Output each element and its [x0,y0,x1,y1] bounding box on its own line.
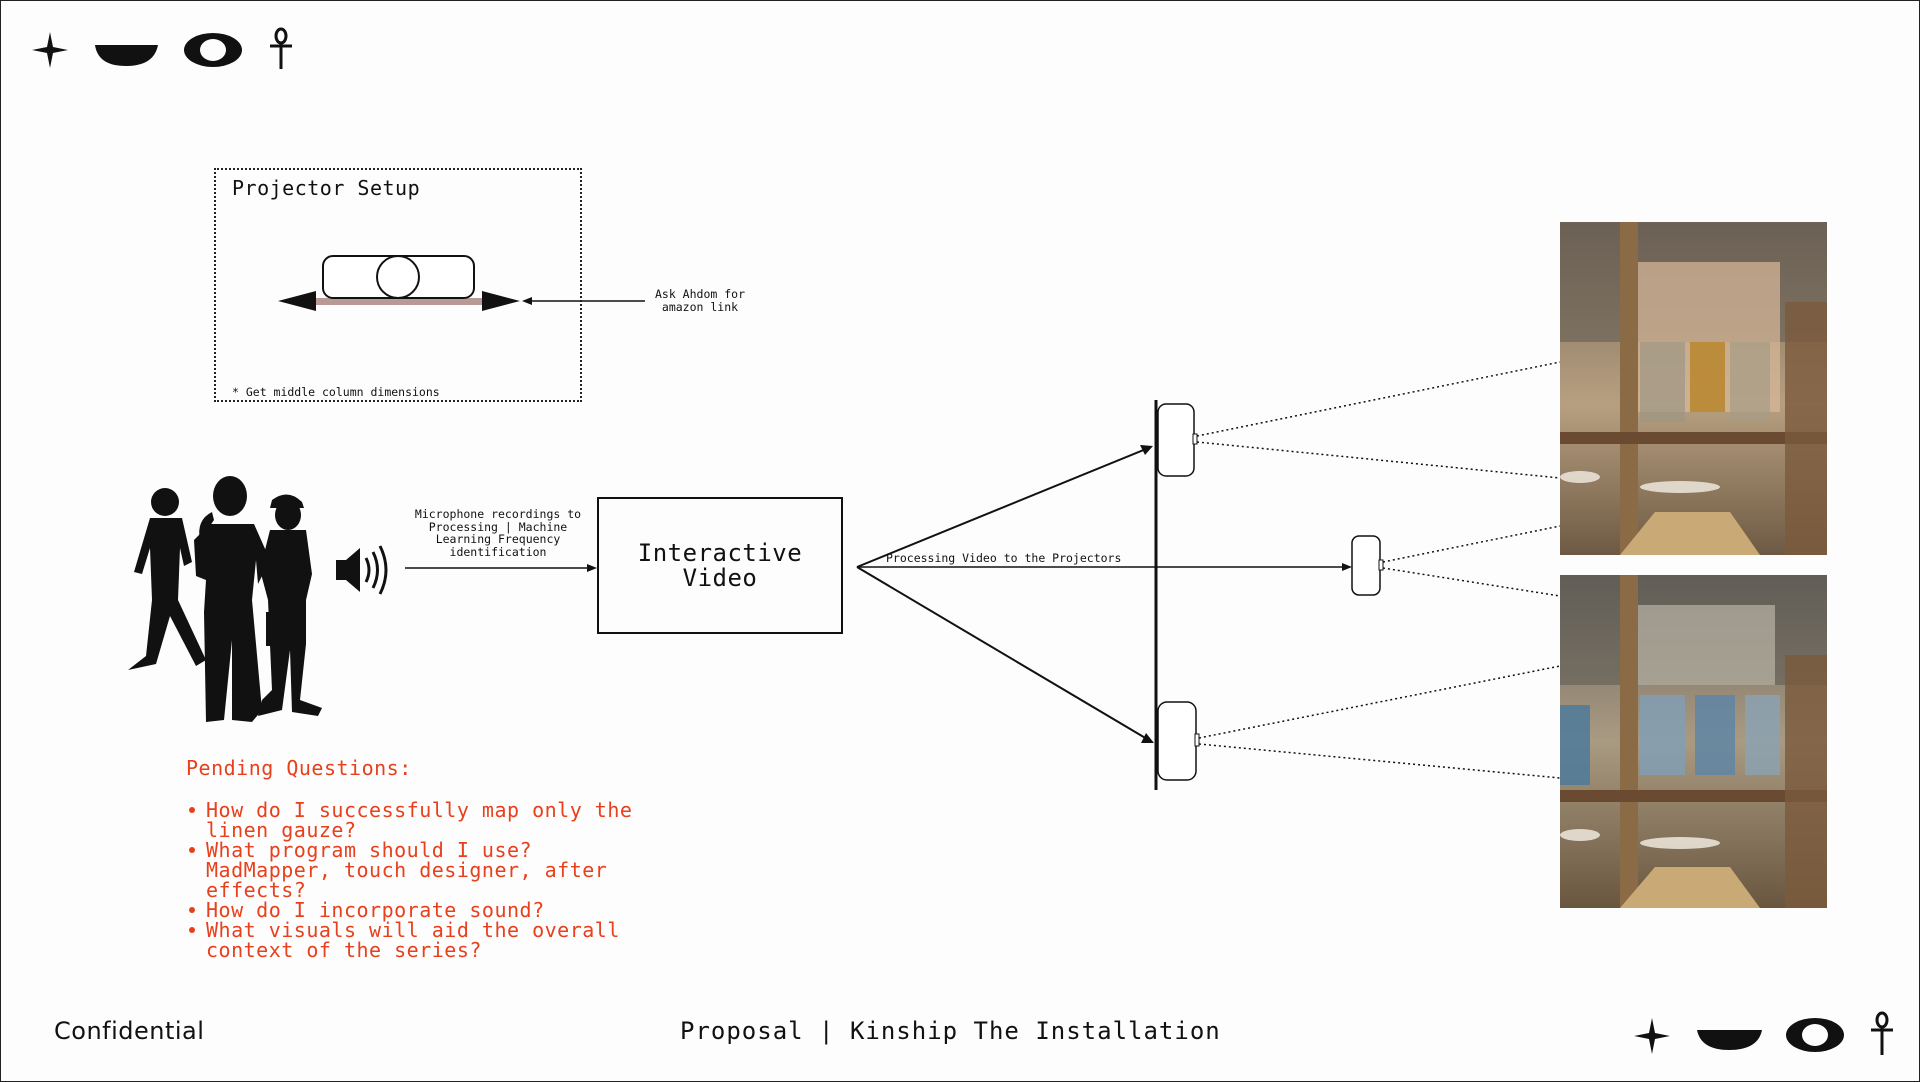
microphone-label: Microphone recordings to Processing | Ma… [414,507,582,559]
list-item: How do I successfully map only the linen… [186,800,646,840]
rail-end-right [482,291,520,311]
projector-unit-middle [1351,535,1384,596]
footer-title: Proposal | Kinship The Installation [680,1017,1221,1045]
projector-rail-diagram [278,255,645,311]
projector-setup-title: Projector Setup [232,176,421,200]
amazon-link-callout: Ask Ahdom for amazon link [654,287,745,314]
list-item: What program should I use? MadMapper, to… [186,840,646,900]
confidential-label: Confidential [54,1017,205,1045]
star-icon [32,32,68,68]
pending-questions-list: How do I successfully map only the linen… [186,800,646,960]
eye-icon [184,33,242,67]
projector-setup-note: * Get middle column dimensions [232,385,440,399]
projector-unit-top [1157,403,1198,477]
footer-icons [1634,1011,1893,1055]
interactive-video-box: Interactive Video [597,497,843,634]
interactive-video-label: Interactive Video [637,538,803,592]
projector-lens [376,255,420,299]
speaker-icon [336,545,388,595]
header-icons [32,27,292,69]
projector-setup-box [214,168,582,402]
people-silhouette [128,476,322,722]
rail-end-left [278,291,316,311]
render-image-bottom [1560,575,1827,908]
projectors-label: Processing Video to the Projectors [886,551,1122,565]
eye-icon [1786,1018,1844,1052]
render-image-top [1560,222,1827,555]
pending-questions: Pending Questions: How do I successfully… [186,758,646,960]
pending-questions-title: Pending Questions: [186,756,412,780]
ankh-icon [1871,1011,1893,1055]
rail-bar [300,298,496,305]
bowl-icon [1697,1030,1762,1050]
ankh-icon [270,27,292,69]
projection-rays [1196,361,1561,779]
projector-unit-bottom [1157,701,1200,781]
star-icon [1634,1018,1670,1054]
list-item: How do I incorporate sound? [186,900,646,920]
bowl-icon [95,45,158,66]
list-item: What visuals will aid the overall contex… [186,920,646,960]
